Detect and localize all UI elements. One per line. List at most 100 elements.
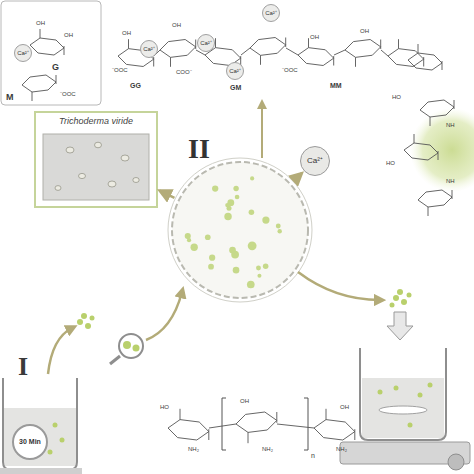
chem-group: HO (392, 94, 401, 100)
chem-group: OH (240, 398, 249, 404)
chem-group: NH (446, 122, 455, 128)
sugar-ring (160, 40, 196, 67)
culture-panel-bg (35, 112, 157, 207)
sugar-ring (418, 190, 452, 216)
sugar-ring (408, 44, 442, 70)
node-text: Ca²⁺ (229, 68, 241, 75)
chem-group: ⁻OOC (112, 66, 128, 74)
flow-arrow (48, 328, 72, 374)
residue-label: GM (230, 84, 241, 91)
chem-group: OH (360, 28, 369, 34)
residue-label: M (6, 92, 14, 102)
residue-label: MM (330, 82, 342, 89)
bead-dot (227, 199, 234, 206)
node-text: Ca²⁺ (143, 46, 155, 53)
beaker-left (0, 378, 82, 474)
glycosidic-bond (381, 50, 388, 56)
bead-dot (212, 185, 218, 191)
timer: 30 Min (12, 424, 48, 460)
alginate-bead: II (170, 160, 310, 300)
bead-dot (185, 233, 191, 239)
sugar-ring (168, 409, 209, 440)
bead-dot (250, 176, 254, 180)
arrow-up (261, 104, 263, 158)
bead-dot (248, 241, 257, 250)
beaker-right (340, 348, 470, 470)
chem-group: HO (160, 404, 169, 410)
flow-arrow (146, 292, 182, 340)
node-text: Ca²⁺ (265, 10, 277, 17)
bead-dot (277, 229, 281, 233)
glycosidic-bond (334, 50, 345, 55)
bead-dot (191, 244, 198, 251)
flow-arrow (294, 173, 302, 180)
node-text: 30 Min (19, 438, 41, 446)
chem-group: ⁻OOC (282, 66, 298, 74)
bead-dot (247, 281, 255, 289)
chem-group: NH₂ (262, 446, 273, 452)
calcium-ion: Ca²⁺ (300, 146, 330, 176)
bead-dot (262, 216, 269, 223)
bead-dot (263, 263, 269, 269)
calcium-ion: Ca²⁺ (197, 34, 215, 52)
bead-dot (235, 195, 240, 200)
sugar-rings (22, 29, 454, 443)
capsule-dots (77, 313, 95, 329)
chem-group: OH (64, 32, 73, 38)
culture-plate (43, 134, 149, 200)
node-text: II (188, 134, 210, 165)
bead-dot (224, 213, 231, 220)
bead-dot (249, 209, 255, 215)
bead-dot (276, 224, 281, 229)
down-arrow (387, 312, 413, 340)
node-text: Ca²⁺ (17, 50, 29, 57)
bead-dot (205, 234, 211, 240)
chem-group: OH (122, 30, 131, 36)
culture-panel: Trichoderma viride (35, 112, 157, 207)
glycosidic-bond (286, 48, 298, 55)
sugar-ring (345, 40, 381, 67)
sugar-ring (22, 75, 56, 101)
bead-body (172, 162, 308, 298)
flow-arrow (298, 272, 380, 300)
bead-dots (185, 176, 282, 288)
calcium-ion: Ca²⁺ (140, 40, 158, 58)
chem-group: n (311, 452, 315, 459)
magnifier (110, 334, 143, 364)
chem-group: COO⁻ (176, 68, 192, 76)
calcium-ion: Ca²⁺ (262, 4, 280, 22)
node-text: Ca²⁺ (200, 40, 212, 47)
spores (55, 142, 139, 190)
chem-group: OH (36, 20, 45, 26)
chem-group: HO (386, 160, 395, 166)
capsule-dots (390, 289, 412, 308)
node-text: Ca²⁺ (307, 157, 323, 166)
calcium-ion: Ca²⁺ (14, 44, 32, 62)
step-number: I (18, 352, 28, 382)
flow-arrow (160, 191, 175, 198)
chem-group: OH (310, 34, 319, 40)
sugar-ring (298, 38, 334, 65)
glycosidic-bond (209, 424, 236, 428)
bead-dot (233, 267, 240, 274)
sugar-ring (404, 134, 438, 160)
inset-frame (1, 1, 101, 105)
node-text: Trichoderma viride (59, 117, 133, 127)
residue-label: G (52, 62, 59, 72)
chem-group: NH (446, 178, 455, 184)
sugar-ring (30, 29, 64, 55)
chem-group: OH (340, 404, 349, 410)
bead-dot (229, 247, 236, 254)
chitosan-glow (410, 108, 474, 192)
residue-label: GG (130, 82, 141, 89)
sugar-ring (250, 38, 286, 65)
bead-dot (208, 264, 214, 270)
calcium-ion: Ca²⁺ (226, 62, 244, 80)
glycosidic-bond (241, 48, 250, 55)
sugar-ring (236, 412, 277, 443)
glycosidic-bond (277, 424, 314, 428)
bead-dot (256, 266, 261, 271)
bead-outline (168, 158, 312, 302)
chem-group: OH (172, 22, 181, 28)
chem-group: NH₂ (336, 446, 347, 452)
